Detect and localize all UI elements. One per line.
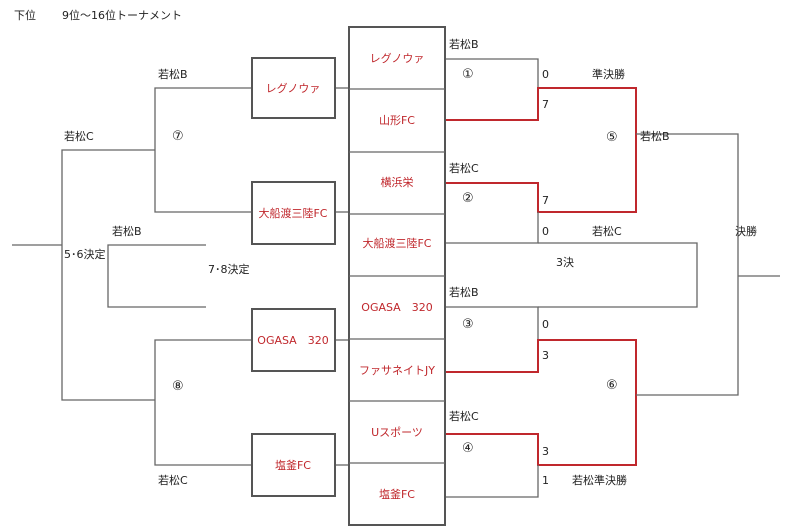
left-team-box-3 (251, 308, 336, 372)
m8-number: ⑧ (172, 379, 184, 394)
left-team-3: OGASA 320 (257, 334, 328, 347)
final-label: 決勝 (735, 224, 757, 238)
center-team-2: 山形FC (379, 114, 415, 127)
center-team-7: Uスポーツ (371, 426, 423, 439)
label-56: 5･6決定 (64, 247, 106, 261)
m7-venue: 若松B (158, 67, 188, 81)
m4-bottom-line (446, 465, 539, 498)
center-team-5: OGASA 320 (361, 301, 432, 314)
m3-top-line (446, 306, 539, 340)
left-team-box-4 (251, 433, 336, 497)
center-team-1: レグノウァ (370, 51, 425, 65)
m7-line (154, 87, 252, 213)
center-team-8: 塩釜FC (379, 487, 415, 501)
left-team-4: 塩釜FC (275, 458, 311, 472)
third-place-line (538, 242, 698, 308)
center-team-4: 大船渡三陸FC (362, 236, 431, 250)
m1-venue: 若松B (449, 37, 479, 51)
semi-b-number: ⑥ (606, 378, 618, 393)
left-team-box-2 (251, 181, 336, 245)
left-team-box-1 (251, 57, 336, 119)
m3-winner-line (446, 339, 637, 395)
m3-score-top: 0 (542, 318, 549, 331)
m4-winner-line (446, 395, 637, 466)
label-78: 7･8決定 (208, 262, 250, 276)
header-title: 9位～16位トーナメント (62, 8, 182, 22)
third-place-label: 3決 (556, 256, 574, 269)
semi-a-number: ⑤ (606, 130, 618, 145)
m8-venue: 若松C (158, 473, 188, 487)
third-place-venue: 若松C (592, 224, 622, 238)
semi-b-line (636, 276, 739, 396)
header-left: 下位 (14, 8, 36, 22)
semi-a-line (636, 133, 739, 276)
center-team-3: 横浜栄 (381, 175, 414, 189)
m1-top-line (446, 58, 539, 88)
m2-venue: 若松C (449, 161, 479, 175)
semi-a-venue: 若松B (640, 129, 670, 143)
center-team-6: ファサネイトJY (359, 364, 435, 377)
m4-number: ④ (462, 441, 474, 456)
m2-number: ② (462, 191, 474, 206)
semi-a-label: 準決勝 (592, 67, 625, 81)
m1-score-bottom: 7 (542, 98, 549, 111)
semi-b-label: 若松準決勝 (572, 473, 627, 487)
m1-number: ① (462, 67, 474, 82)
left-team-2: 大船渡三陸FC (258, 206, 327, 220)
m3-score-bottom: 3 (542, 349, 549, 362)
m1-winner-line (446, 87, 637, 134)
m3-number: ③ (462, 317, 474, 332)
m1-score-top: 0 (542, 68, 549, 81)
m2-bottom-line (446, 212, 539, 244)
m78-venue: 若松B (112, 224, 142, 238)
m4-venue: 若松C (449, 409, 479, 423)
m56-venue: 若松C (64, 129, 94, 143)
m7-number: ⑦ (172, 129, 184, 144)
left-team-1: レグノウァ (266, 81, 321, 95)
m8-line (154, 339, 252, 466)
m56-line (61, 149, 155, 401)
m78-line (107, 244, 206, 308)
m4-score-top: 3 (542, 445, 549, 458)
m4-score-bottom: 1 (542, 474, 549, 487)
m3-venue: 若松B (449, 285, 479, 299)
m2-score-bottom: 0 (542, 225, 549, 238)
m2-score-top: 7 (542, 194, 549, 207)
